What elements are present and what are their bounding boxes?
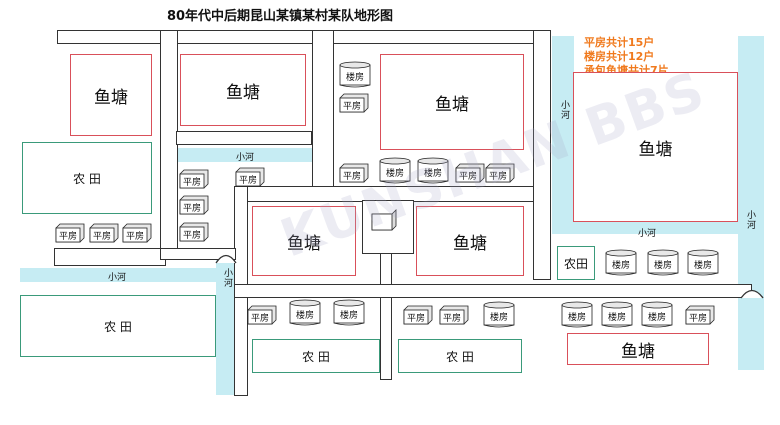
river-left-vertical (216, 255, 236, 395)
building-label: 楼房 (424, 167, 442, 179)
river-label: 小河 (559, 100, 569, 120)
building: 楼房 (647, 249, 679, 276)
flat-house: 平房 (403, 305, 433, 325)
fish-pond: 鱼塘 (573, 72, 738, 222)
building-label: 楼房 (296, 309, 314, 321)
flat-house-label: 平房 (343, 170, 361, 182)
road-v-right (533, 30, 551, 280)
flat-house: 平房 (455, 163, 485, 183)
river-right-north (552, 36, 574, 226)
flat-house-label: 平房 (459, 170, 477, 182)
building-label: 楼房 (648, 311, 666, 323)
farm-field: 农田 (557, 246, 595, 280)
fish-pond: 鱼塘 (416, 206, 524, 276)
river-label: 小河 (222, 268, 232, 288)
farm-field: 农 田 (20, 295, 216, 357)
river-label: 小河 (638, 229, 657, 239)
fish-pond: 鱼塘 (380, 54, 524, 150)
river-right-vertical (738, 36, 764, 370)
building-label: 楼房 (386, 167, 404, 179)
building: 楼房 (483, 301, 515, 328)
building: 楼房 (561, 301, 593, 328)
building-label: 楼房 (612, 259, 630, 271)
flat-house-label: 平房 (407, 312, 425, 324)
building-label: 楼房 (608, 311, 626, 323)
building: 楼房 (333, 299, 365, 326)
flat-house: 平房 (247, 305, 277, 325)
flat-house-label: 平房 (183, 202, 201, 214)
legend-flat-houses: 平房共计15户 (584, 36, 655, 49)
building: 楼房 (379, 157, 411, 184)
fish-pond: 鱼塘 (252, 206, 356, 276)
flat-house-label: 平房 (239, 174, 257, 186)
farm-field: 农 田 (22, 142, 152, 214)
river-upper-mid (176, 148, 312, 162)
flat-house: 平房 (55, 223, 85, 243)
shed-front (371, 213, 393, 231)
building: 楼房 (687, 249, 719, 276)
river-left-horizontal (20, 268, 220, 282)
bridge-right (740, 289, 764, 299)
map-title: 80年代中后期昆山某镇某村某队地形图 (166, 9, 394, 24)
building-label: 楼房 (694, 259, 712, 271)
flat-house: 平房 (179, 169, 209, 189)
building-label: 楼房 (490, 311, 508, 323)
building: 楼房 (417, 157, 449, 184)
building-label: 楼房 (654, 259, 672, 271)
fish-pond: 鱼塘 (180, 54, 306, 126)
river-label: 小河 (108, 273, 127, 283)
flat-house-label: 平房 (343, 100, 361, 112)
building-label: 楼房 (346, 71, 364, 83)
flat-house: 平房 (179, 195, 209, 215)
building: 楼房 (289, 299, 321, 326)
flat-house: 平房 (235, 167, 265, 187)
flat-house: 平房 (485, 163, 515, 183)
flat-house: 平房 (439, 305, 469, 325)
building-label: 楼房 (568, 311, 586, 323)
flat-house: 平房 (89, 223, 119, 243)
building: 楼房 (601, 301, 633, 328)
legend-buildings: 楼房共计12户 (584, 50, 655, 63)
building: 楼房 (339, 61, 371, 88)
flat-house-label: 平房 (93, 230, 111, 242)
flat-house: 平房 (179, 222, 209, 242)
bridge-left (215, 254, 237, 264)
flat-house-label: 平房 (689, 312, 707, 324)
road-h-left-2 (160, 248, 236, 260)
flat-house-label: 平房 (59, 230, 77, 242)
river-label: 小河 (745, 210, 755, 230)
flat-house: 平房 (339, 93, 369, 113)
fish-pond: 鱼塘 (567, 333, 709, 365)
flat-house: 平房 (685, 305, 715, 325)
building: 楼房 (605, 249, 637, 276)
building-label: 楼房 (340, 309, 358, 321)
flat-house-label: 平房 (183, 176, 201, 188)
flat-house-label: 平房 (489, 170, 507, 182)
flat-house-label: 平房 (126, 230, 144, 242)
farm-field: 农 田 (398, 339, 522, 373)
flat-house: 平房 (339, 163, 369, 183)
flat-house: 平房 (122, 223, 152, 243)
fish-pond: 鱼塘 (70, 54, 152, 136)
building: 楼房 (641, 301, 673, 328)
flat-house-label: 平房 (443, 312, 461, 324)
road-h-upper (176, 131, 312, 145)
river-label: 小河 (236, 153, 255, 163)
flat-house-label: 平房 (251, 312, 269, 324)
farm-field: 农 田 (252, 339, 380, 373)
river-right-horizontal (552, 222, 764, 234)
flat-house-label: 平房 (183, 229, 201, 241)
